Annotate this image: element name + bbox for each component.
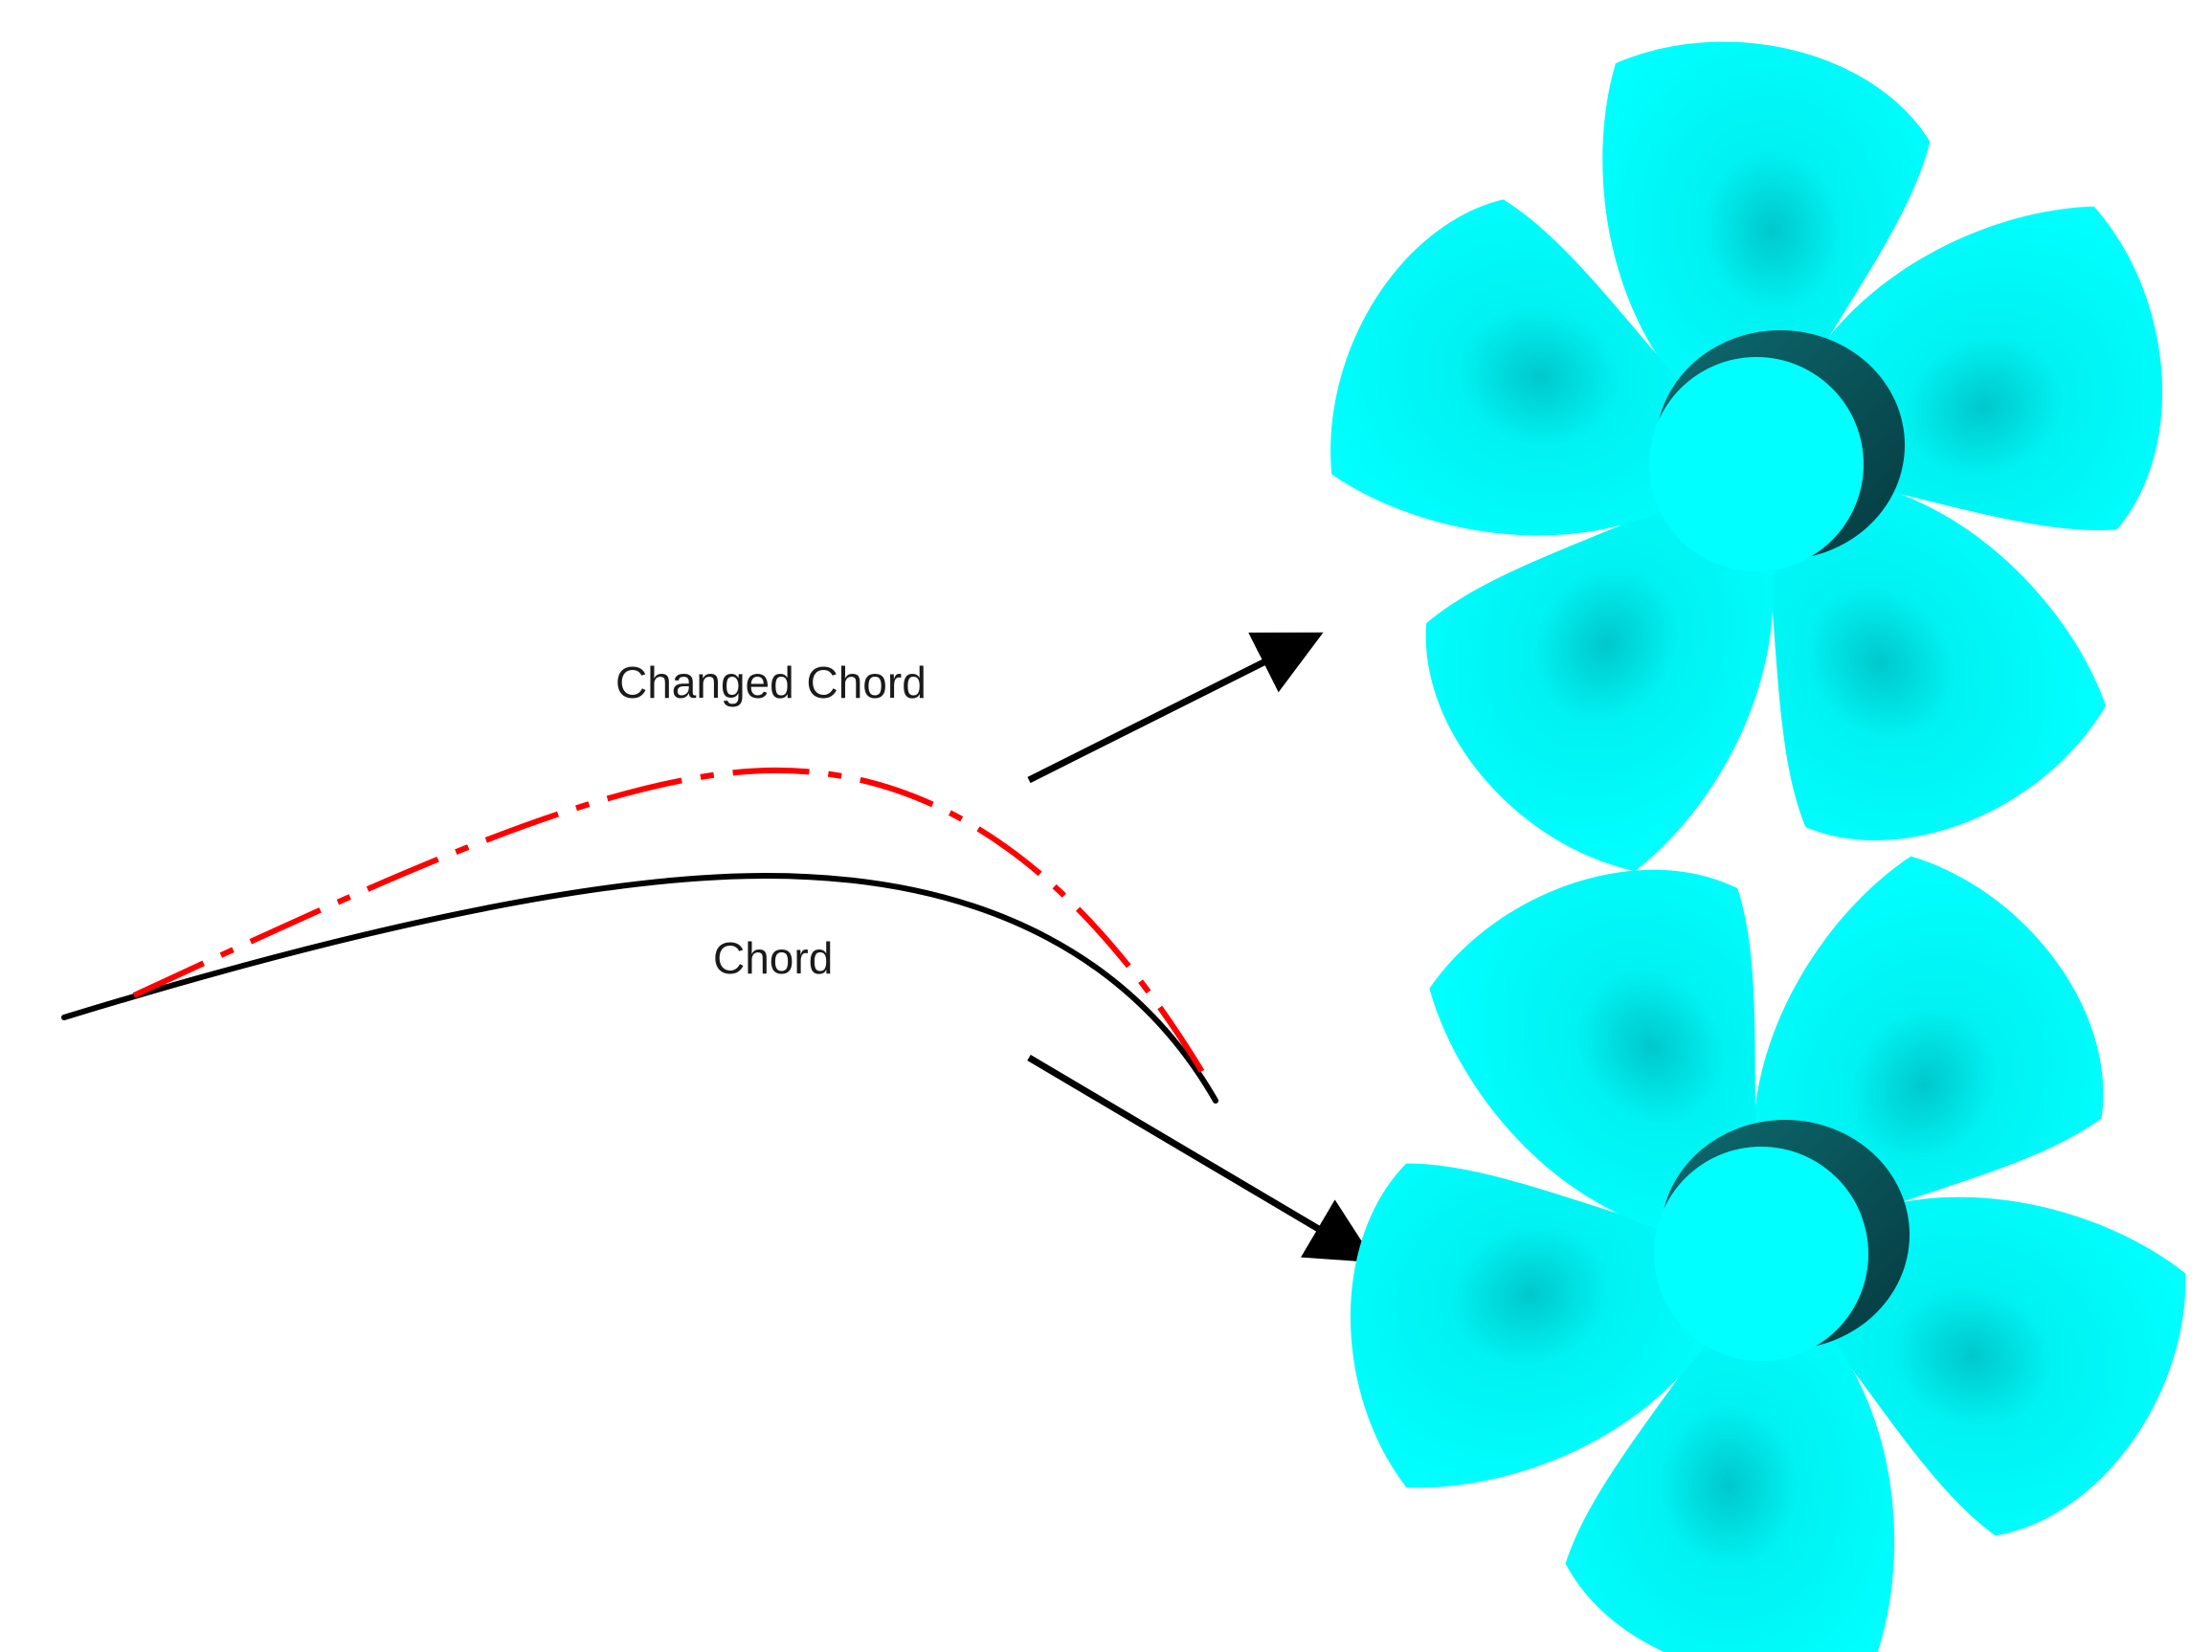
propeller-blade xyxy=(1429,869,1761,1241)
propeller-blade xyxy=(1425,481,1774,872)
top-propeller-icon xyxy=(1330,41,2163,872)
propeller-hub xyxy=(1649,357,1864,571)
propeller-blade xyxy=(1602,41,1931,429)
propeller-blade xyxy=(1350,1163,1734,1488)
bottom-propeller-icon xyxy=(1350,856,2186,1652)
arrow-to-bottom-propeller xyxy=(1027,1054,1376,1263)
propeller-blade xyxy=(1759,474,2107,840)
propeller-blade xyxy=(1330,199,1726,536)
propeller-blade xyxy=(1565,1291,1895,1652)
propeller-hub xyxy=(1654,1147,1868,1361)
changed-chord-curve xyxy=(132,767,1214,1088)
chord-label: Chord xyxy=(713,933,833,983)
changed-chord-label: Changed Chord xyxy=(615,658,927,707)
arrow-to-top-propeller xyxy=(1027,632,1324,784)
chord-curve xyxy=(61,872,1218,1104)
